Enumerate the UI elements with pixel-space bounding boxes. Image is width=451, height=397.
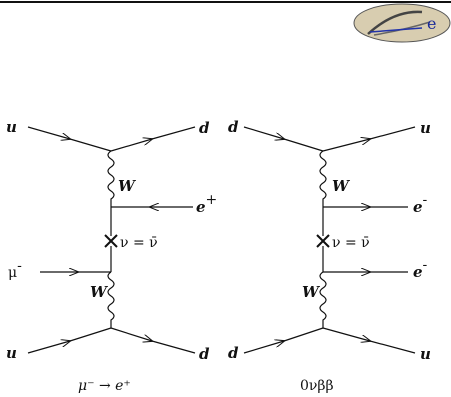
right-label-electron-2: e- <box>413 257 428 281</box>
logo-letter: e <box>427 14 436 33</box>
right-majorana-cross-icon <box>316 234 330 248</box>
left-diagram <box>27 126 196 354</box>
right-label-electron-1: e- <box>413 192 428 216</box>
left-top-quark-line <box>27 126 196 152</box>
left-upper-w-boson <box>107 150 115 207</box>
right-label-neutrino: ν = ν̄ <box>332 235 370 251</box>
right-top-quark-line <box>243 126 416 152</box>
left-lower-w-boson <box>107 271 115 328</box>
left-label-positron: e+ <box>196 192 217 216</box>
right-label-w-lower: W <box>302 283 321 301</box>
right-label-out-top: u <box>420 119 431 137</box>
left-label-out-bottom: d <box>199 345 210 363</box>
logo-ellipse-icon: e <box>353 3 451 43</box>
right-label-in-top: d <box>228 118 239 136</box>
right-caption: 0νββ <box>300 378 334 394</box>
left-caption: μ⁻ → e⁺ <box>78 378 131 394</box>
left-label-muon: μ- <box>8 258 22 281</box>
right-label-in-bottom: d <box>228 344 239 362</box>
left-label-w-upper: W <box>118 177 137 195</box>
left-label-neutrino: ν = ν̄ <box>120 235 158 251</box>
left-bottom-quark-line <box>27 327 196 354</box>
left-label-in-top: u <box>6 118 17 136</box>
right-lower-w-boson <box>319 271 327 328</box>
right-bottom-quark-line <box>243 327 416 354</box>
right-label-w-upper: W <box>332 177 351 195</box>
left-label-in-bottom: u <box>6 344 17 362</box>
left-label-out-top: d <box>199 119 210 137</box>
top-rule <box>0 1 451 3</box>
right-label-out-bottom: u <box>420 345 431 363</box>
left-label-w-lower: W <box>90 283 109 301</box>
left-majorana-cross-icon <box>104 234 118 248</box>
right-upper-w-boson <box>319 150 327 207</box>
right-diagram <box>243 126 416 354</box>
